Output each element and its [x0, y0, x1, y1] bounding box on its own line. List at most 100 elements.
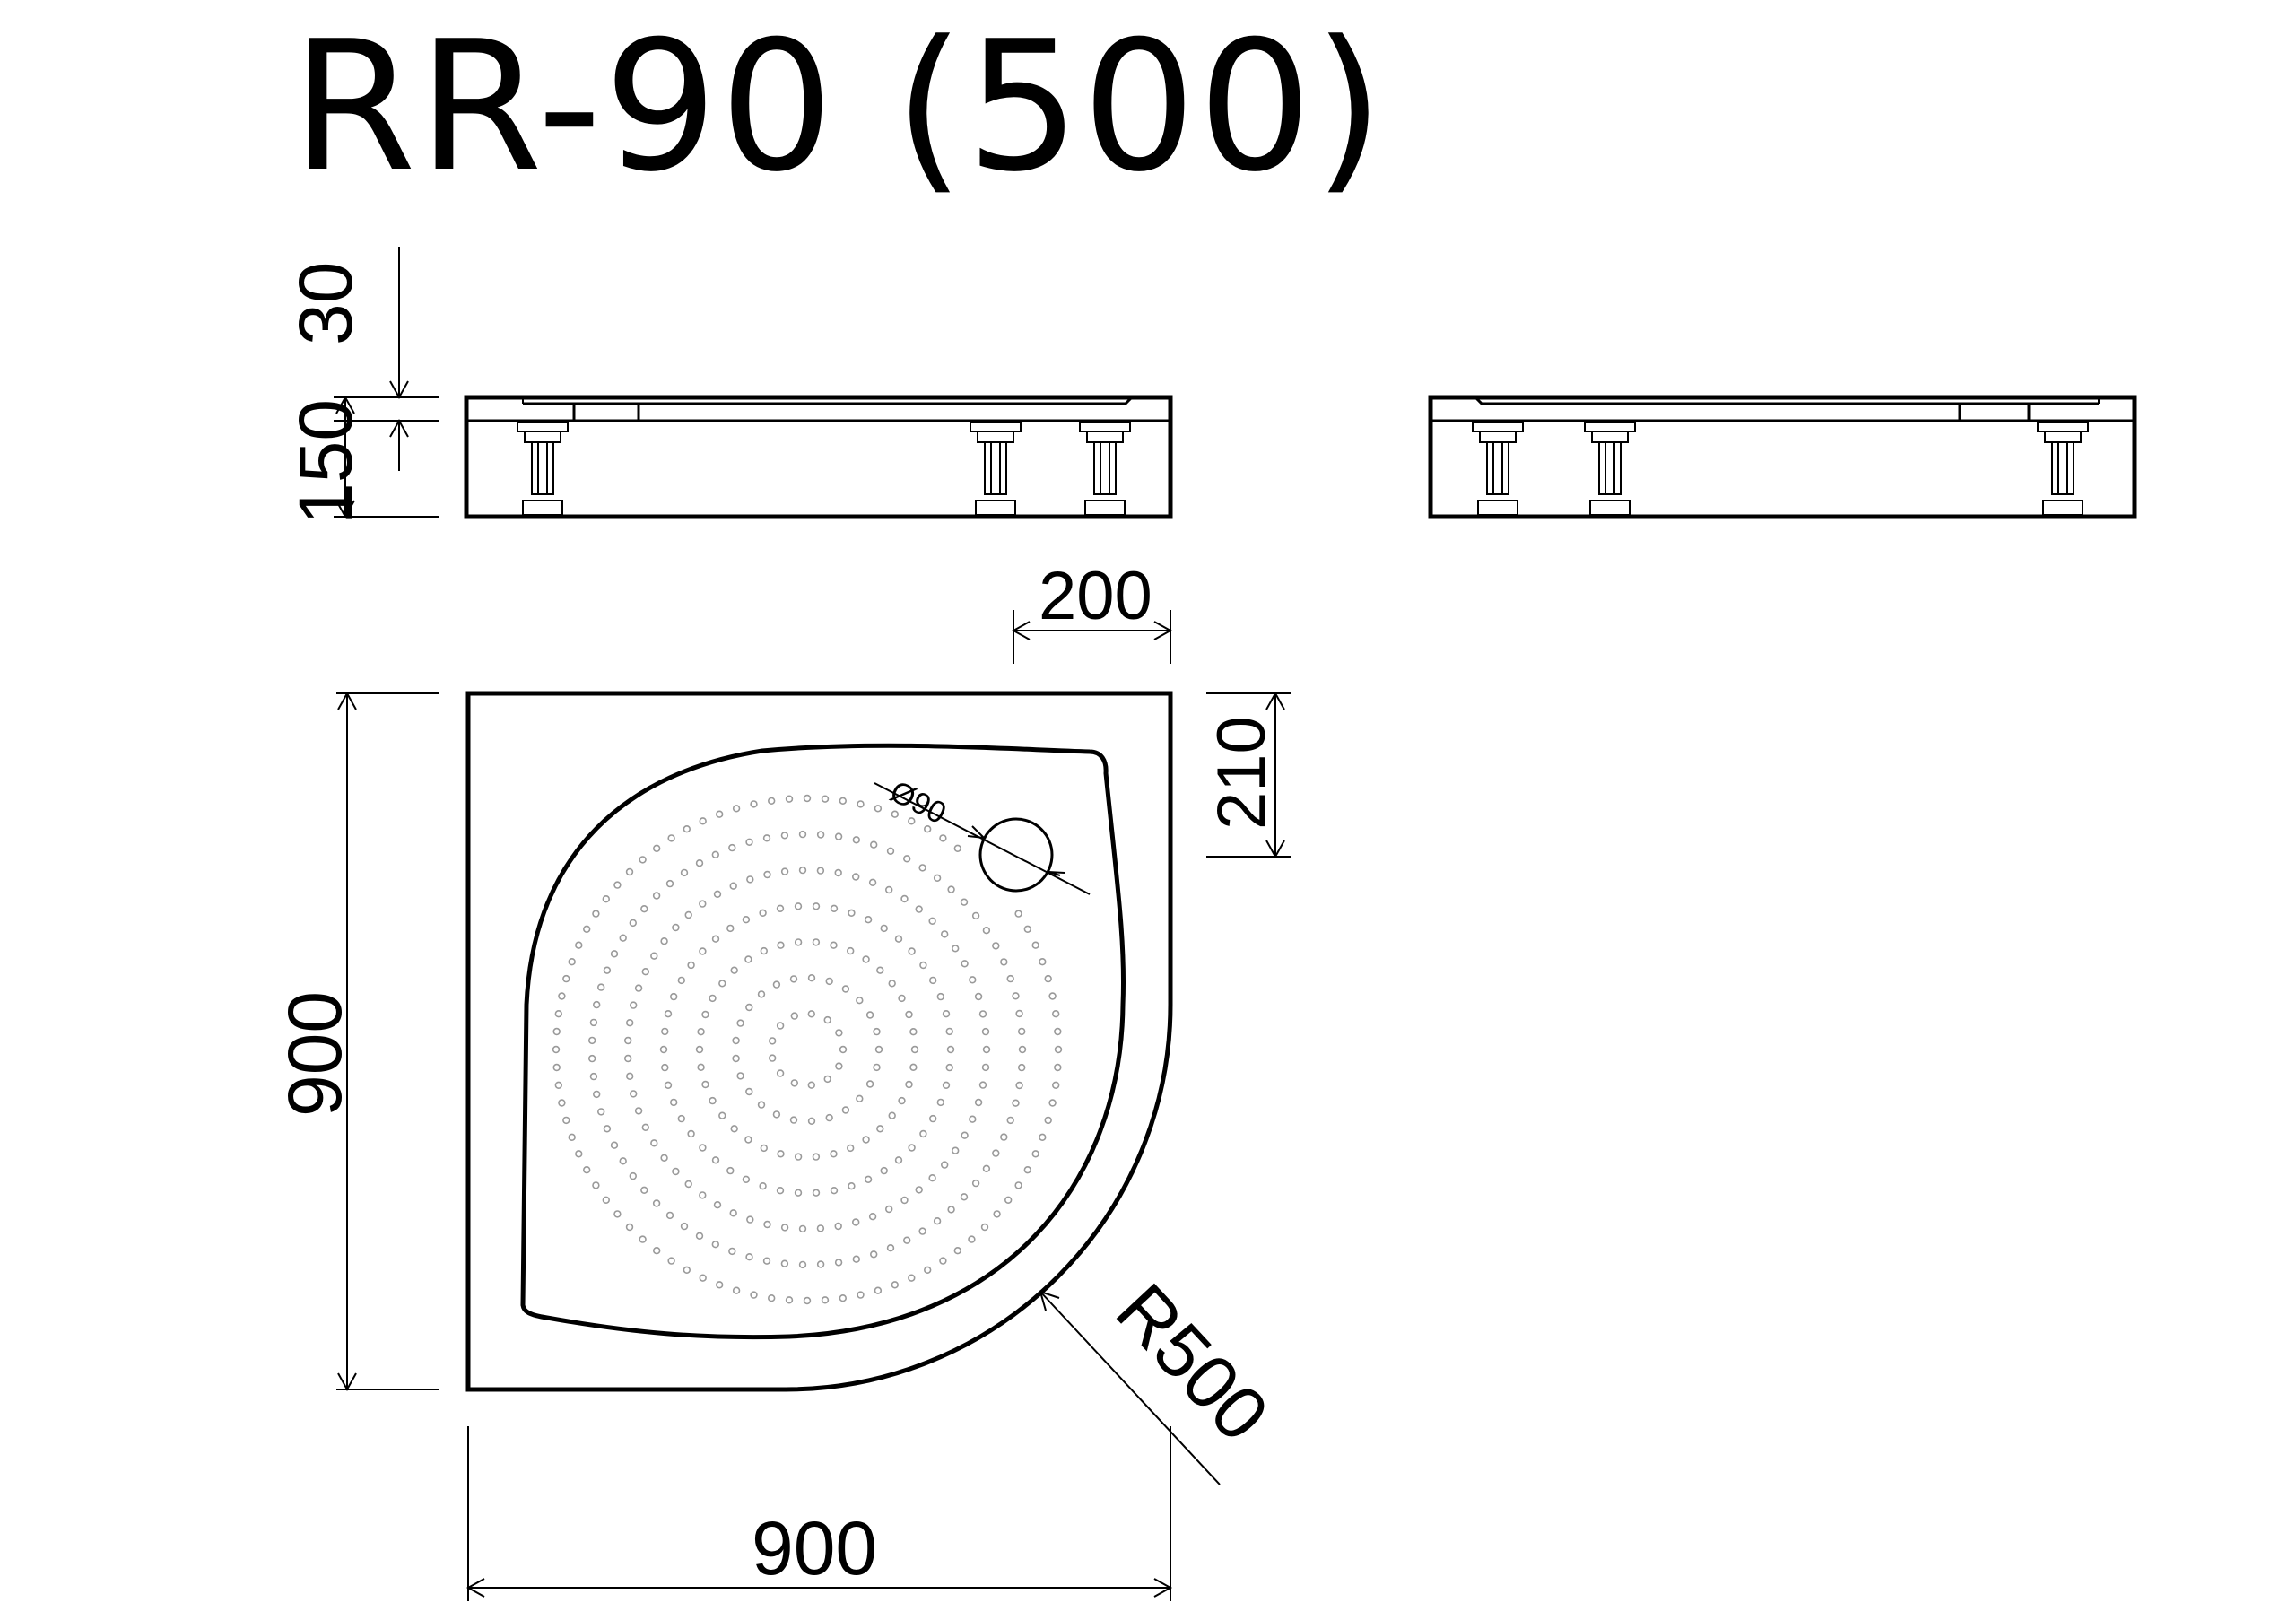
anti-slip-dot: [905, 1010, 913, 1019]
anti-slip-dot: [961, 960, 969, 968]
anti-slip-dot: [711, 935, 720, 943]
anti-slip-dot: [780, 1224, 789, 1232]
anti-slip-dot: [864, 915, 873, 924]
anti-slip-dot: [762, 834, 771, 842]
anti-slip-dot: [687, 961, 695, 970]
anti-slip-dot: [909, 1063, 918, 1072]
anti-slip-dot: [780, 867, 789, 875]
anti-slip-dot: [728, 1247, 736, 1256]
anti-slip-dot: [772, 980, 781, 989]
anti-slip-dot: [790, 1079, 798, 1087]
height-dimensions: 30 150: [283, 247, 439, 525]
anti-slip-dot: [757, 1101, 766, 1109]
anti-slip-dot: [839, 1045, 848, 1054]
anti-slip-dot: [763, 870, 771, 879]
anti-slip-dot: [768, 1054, 777, 1062]
anti-slip-dot: [1017, 1027, 1026, 1036]
anti-slip-dot: [659, 1045, 668, 1054]
anti-slip-dot: [1015, 1009, 1023, 1018]
anti-slip-dot: [732, 805, 741, 813]
anti-slip-dot: [592, 910, 600, 918]
anti-slip-dot: [923, 1266, 932, 1275]
anti-slip-dot: [846, 946, 855, 955]
anti-slip-dot: [857, 800, 865, 808]
anti-slip-dot: [732, 1054, 740, 1063]
drain-offset-x-dimension: 200: [1011, 558, 1173, 664]
anti-slip-dot: [699, 1191, 707, 1199]
anti-slip-dot: [639, 856, 647, 864]
support-legs: [517, 422, 1131, 516]
anti-slip-dot: [697, 1027, 705, 1036]
radius-dimension: R500: [1039, 1267, 1285, 1485]
anti-slip-dot: [864, 1175, 873, 1184]
anti-slip-dot: [798, 1224, 807, 1233]
anti-slip-dot: [807, 1010, 815, 1018]
anti-slip-dot: [596, 983, 605, 991]
anti-slip-dot: [713, 1200, 722, 1209]
anti-slip-dot: [1004, 1196, 1013, 1205]
anti-slip-dot: [1051, 1081, 1060, 1090]
anti-slip-dot: [589, 1018, 598, 1027]
anti-slip-dot: [664, 1081, 673, 1090]
anti-slip-dot: [650, 1139, 658, 1147]
anti-slip-dot: [683, 1266, 691, 1275]
anti-slip-dot: [928, 976, 937, 985]
drain-offset-y-label: 210: [1204, 716, 1280, 830]
anti-slip-dot: [993, 1210, 1001, 1218]
anti-slip-dot: [852, 1255, 860, 1263]
anti-slip-dot: [575, 941, 583, 949]
anti-slip-dot: [798, 830, 807, 839]
anti-slip-dot: [923, 824, 932, 833]
anti-slip-dot: [803, 1296, 812, 1305]
drain-circle: [978, 817, 1054, 893]
anti-slip-dot: [699, 1144, 707, 1152]
anti-slip-dot: [862, 1136, 870, 1144]
anti-slip-dot: [745, 1087, 753, 1096]
anti-slip-dot: [785, 795, 794, 803]
anti-slip-dot: [1044, 1116, 1052, 1125]
anti-slip-dot: [869, 840, 878, 849]
anti-slip-dot: [613, 1210, 622, 1218]
anti-slip-dot: [961, 1131, 969, 1139]
anti-slip-dot: [718, 980, 726, 988]
anti-slip-dot: [915, 1186, 923, 1194]
anti-slip-dot: [780, 832, 789, 840]
anti-slip-dot: [857, 1291, 865, 1299]
support-leg: [970, 422, 1022, 516]
anti-slip-dot: [981, 1063, 990, 1072]
anti-slip-dot: [880, 924, 888, 933]
anti-slip-dot: [919, 1129, 927, 1138]
anti-slip-dot: [629, 919, 637, 928]
anti-slip-dot: [732, 1036, 740, 1045]
anti-slip-dot: [634, 984, 643, 992]
anti-slip-dot: [953, 1246, 962, 1255]
anti-slip-dot: [759, 1181, 767, 1190]
anti-slip-dot: [729, 1209, 737, 1217]
anti-slip-dot: [554, 1081, 562, 1090]
anti-slip-dot: [742, 915, 751, 924]
anti-slip-dot: [1012, 992, 1020, 1000]
anti-slip-dot: [807, 1081, 815, 1089]
anti-slip-dot: [823, 1075, 831, 1084]
anti-slip-dot: [744, 955, 752, 963]
anti-slip-dot: [1039, 957, 1047, 966]
anti-slip-dot: [1054, 1045, 1063, 1054]
anti-slip-dot: [602, 1196, 610, 1205]
anti-slip-dot: [652, 1246, 661, 1255]
anti-slip-dot: [856, 996, 864, 1005]
anti-slip-dot: [629, 1001, 638, 1009]
anti-slip-dot: [701, 1010, 709, 1019]
anti-slip-dot: [891, 1281, 899, 1289]
side-view-right: [1428, 395, 2137, 519]
anti-slip-dot: [974, 992, 983, 1001]
support-leg: [2037, 422, 2089, 516]
anti-slip-dot: [726, 1166, 735, 1175]
anti-slip-dot: [900, 894, 909, 903]
anti-slip-dot: [634, 1107, 643, 1115]
anti-slip-dot: [945, 1063, 953, 1072]
anti-slip-dot: [711, 1240, 719, 1249]
anti-slip-dot: [789, 975, 798, 983]
anti-slip-dot: [587, 1036, 596, 1045]
anti-slip-dot: [865, 1080, 874, 1088]
anti-slip-dot: [660, 936, 668, 945]
